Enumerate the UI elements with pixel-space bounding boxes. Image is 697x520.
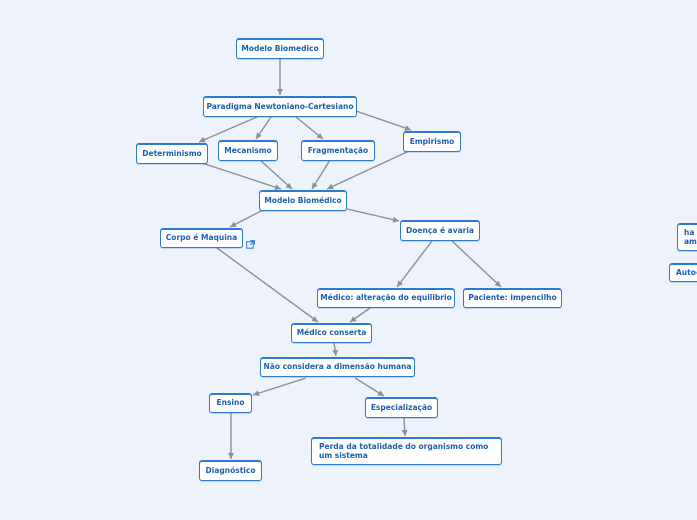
edge-fragmentacao-to-modelo <box>311 159 331 190</box>
edge-especializacao-to-perda <box>401 417 408 437</box>
node-modelo-biomedico[interactable]: Modelo Biomédico <box>259 190 347 211</box>
node-especializacao[interactable]: Especialização <box>365 397 438 418</box>
edge-conserta-to-nao-considera <box>332 342 339 357</box>
node-empirismo[interactable]: Empirismo <box>403 131 461 152</box>
node-nao-considera-dimensao-humana[interactable]: Não considera a dimensão humana <box>260 357 415 377</box>
edge-alteracao-to-conserta <box>349 307 371 323</box>
node-medico-conserta[interactable]: Médico conserta <box>291 323 372 343</box>
edge-paradigma-to-fragmentacao <box>295 116 324 140</box>
edge-paradigma-to-determinismo <box>198 116 258 143</box>
edge-paradigma-to-mecanismo <box>255 116 272 140</box>
node-perda-totalidade-organismo[interactable]: Perda da totalidade do organismo como um… <box>311 437 502 465</box>
node-paciente-impencilho[interactable]: Paciente: impencilho <box>463 288 562 308</box>
node-mecanismo[interactable]: Mecanismo <box>218 140 278 161</box>
node-offscreen-right-1[interactable]: ha am <box>677 223 697 251</box>
edge-determinismo-to-modelo <box>201 162 282 190</box>
edge-modelo-to-corpo <box>229 209 264 228</box>
node-corpo-e-maquina[interactable]: Corpo é Maquina <box>160 228 243 248</box>
node-modelo-biomedico-top[interactable]: Modelo Biomedico <box>236 38 324 59</box>
node-fragmentacao[interactable]: Fragmentação <box>301 140 375 161</box>
edge-doenca-to-medico-alteracao <box>396 240 433 288</box>
node-medico-alteracao-equilibrio[interactable]: Médico: alteração do equilibrio <box>317 288 455 308</box>
node-paradigma-newtoniano-cartesiano[interactable]: Paradigma Newtoniano-Cartesiano <box>203 96 357 117</box>
edge-nao-considera-to-especializacao <box>354 377 385 397</box>
edge-corpo-to-medico-conserta <box>216 247 319 323</box>
node-determinismo[interactable]: Determinismo <box>136 143 208 164</box>
edge-doenca-to-paciente <box>451 240 502 288</box>
edge-paradigma-to-empirismo <box>355 110 412 131</box>
edge-nao-considera-to-ensino <box>252 377 307 397</box>
edge-modelo-to-doenca <box>346 208 400 223</box>
node-doenca-e-avaria[interactable]: Doença é avaria <box>400 220 480 241</box>
node-diagnostico[interactable]: Diagnóstico <box>199 460 262 481</box>
node-offscreen-right-2[interactable]: Auto- <box>669 263 697 282</box>
external-link-icon[interactable] <box>246 234 255 249</box>
edge-mecanismo-to-modelo <box>259 159 293 190</box>
node-ensino[interactable]: Ensino <box>209 393 252 413</box>
